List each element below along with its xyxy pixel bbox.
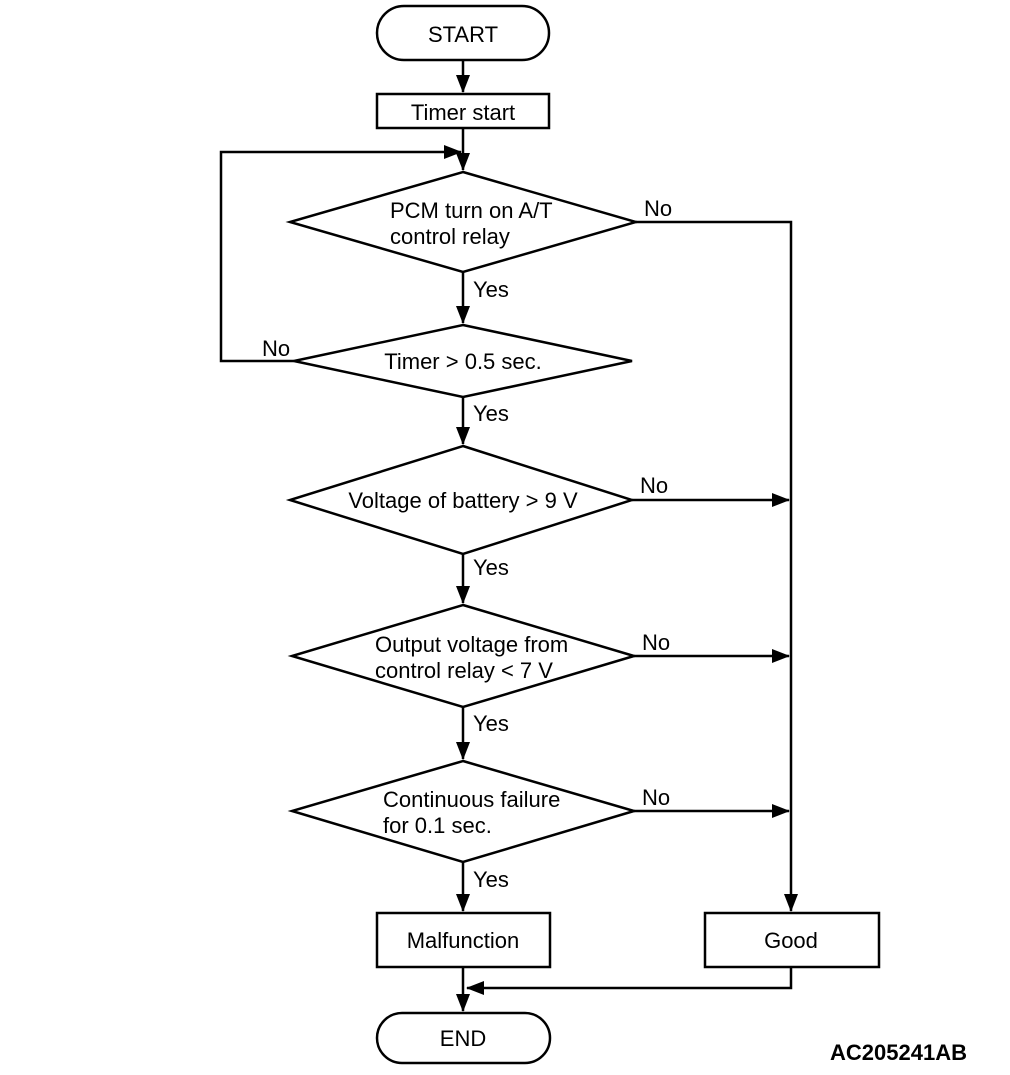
malfunction-node-label: Malfunction — [407, 928, 520, 953]
edge-good-to-end-junction — [466, 967, 793, 995]
edge-timer-decision-no-loop — [219, 145, 462, 363]
battery-yes-label: Yes — [473, 555, 509, 580]
start-node: START — [375, 4, 551, 62]
timer-start-node: Timer start — [375, 92, 551, 130]
decision-output-voltage-shape — [287, 603, 639, 709]
decision-battery-voltage-shape — [285, 444, 637, 556]
decision-pcm-relay-label-line1: PCM turn on A/T — [390, 198, 553, 223]
pcm-yes-label: Yes — [473, 277, 509, 302]
start-node-label: START — [428, 22, 498, 47]
decision-output-voltage: Output voltage from control relay < 7 V — [287, 603, 639, 709]
start-node-shape — [375, 4, 551, 62]
end-node-label: END — [440, 1026, 486, 1051]
decision-timer-label: Timer > 0.5 sec. — [384, 349, 542, 374]
output-voltage-no-label: No — [642, 630, 670, 655]
malfunction-node-shape — [375, 911, 552, 969]
decision-continuous-failure: Continuous failure for 0.1 sec. — [287, 759, 639, 864]
decision-battery-voltage-label: Voltage of battery > 9 V — [348, 488, 578, 513]
figure-code: AC205241AB — [830, 1040, 967, 1065]
end-node: END — [375, 1011, 552, 1065]
decision-continuous-failure-label-line1: Continuous failure — [383, 787, 560, 812]
timer-yes-label: Yes — [473, 401, 509, 426]
decision-timer-shape — [293, 323, 633, 399]
decision-battery-voltage: Voltage of battery > 9 V — [285, 444, 637, 556]
failure-no-label: No — [642, 785, 670, 810]
decision-pcm-relay-shape — [285, 170, 641, 274]
good-node: Good — [703, 911, 881, 969]
nodes: START Timer start PCM turn on A/T contro… — [285, 4, 881, 1065]
edge-pcm-no-rail-to-good — [636, 220, 798, 912]
failure-yes-label: Yes — [473, 867, 509, 892]
decision-timer: Timer > 0.5 sec. — [293, 323, 633, 399]
timer-no-label: No — [262, 336, 290, 361]
end-node-shape — [375, 1011, 552, 1065]
decision-output-voltage-label-line2: control relay < 7 V — [375, 658, 553, 683]
output-voltage-yes-label: Yes — [473, 711, 509, 736]
battery-no-label: No — [640, 473, 668, 498]
malfunction-node: Malfunction — [375, 911, 552, 969]
good-node-shape — [703, 911, 881, 969]
decision-pcm-relay: PCM turn on A/T control relay — [285, 170, 641, 274]
timer-start-node-label: Timer start — [411, 100, 515, 125]
edge-labels: No Yes No Yes No Yes No Yes No Yes — [262, 196, 672, 892]
decision-continuous-failure-label-line2: for 0.1 sec. — [383, 813, 492, 838]
decision-continuous-failure-shape — [287, 759, 639, 864]
timer-start-node-shape — [375, 92, 551, 130]
pcm-no-label: No — [644, 196, 672, 221]
edges — [219, 60, 798, 1012]
good-node-label: Good — [764, 928, 818, 953]
decision-output-voltage-label-line1: Output voltage from — [375, 632, 568, 657]
decision-pcm-relay-label-line2: control relay — [390, 224, 510, 249]
